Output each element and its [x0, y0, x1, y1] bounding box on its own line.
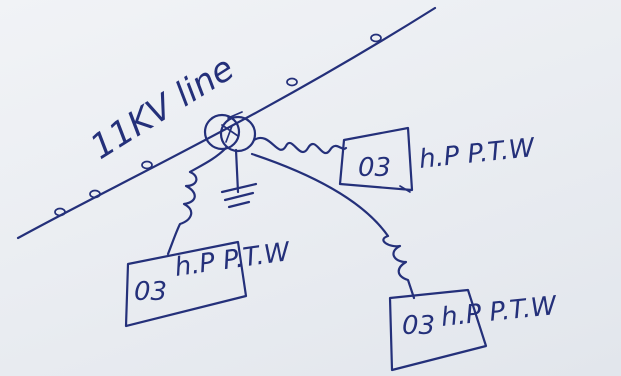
- load-box-right: [338, 126, 414, 193]
- transformer-symbol: [203, 111, 257, 153]
- insulator-dots: [54, 33, 382, 217]
- feeder-lower-right: [250, 152, 416, 300]
- load-left-rating: 03: [134, 277, 167, 307]
- load-right-rating: 03: [358, 153, 391, 183]
- load-box-left: [124, 240, 248, 328]
- line-label: 11KV line: [84, 48, 242, 167]
- earth-symbol: [220, 148, 258, 209]
- feeder-left: [166, 146, 228, 256]
- load-left-suffix: h.P P.T.W: [173, 237, 293, 283]
- load-lower-right-rating: 03: [402, 311, 435, 341]
- load-box-lower-right: [388, 288, 488, 372]
- load-right-suffix: h.P P.T.W: [418, 133, 538, 175]
- load-lower-right-suffix: h.P P.T.W: [440, 291, 560, 333]
- feeder-right: [252, 136, 348, 154]
